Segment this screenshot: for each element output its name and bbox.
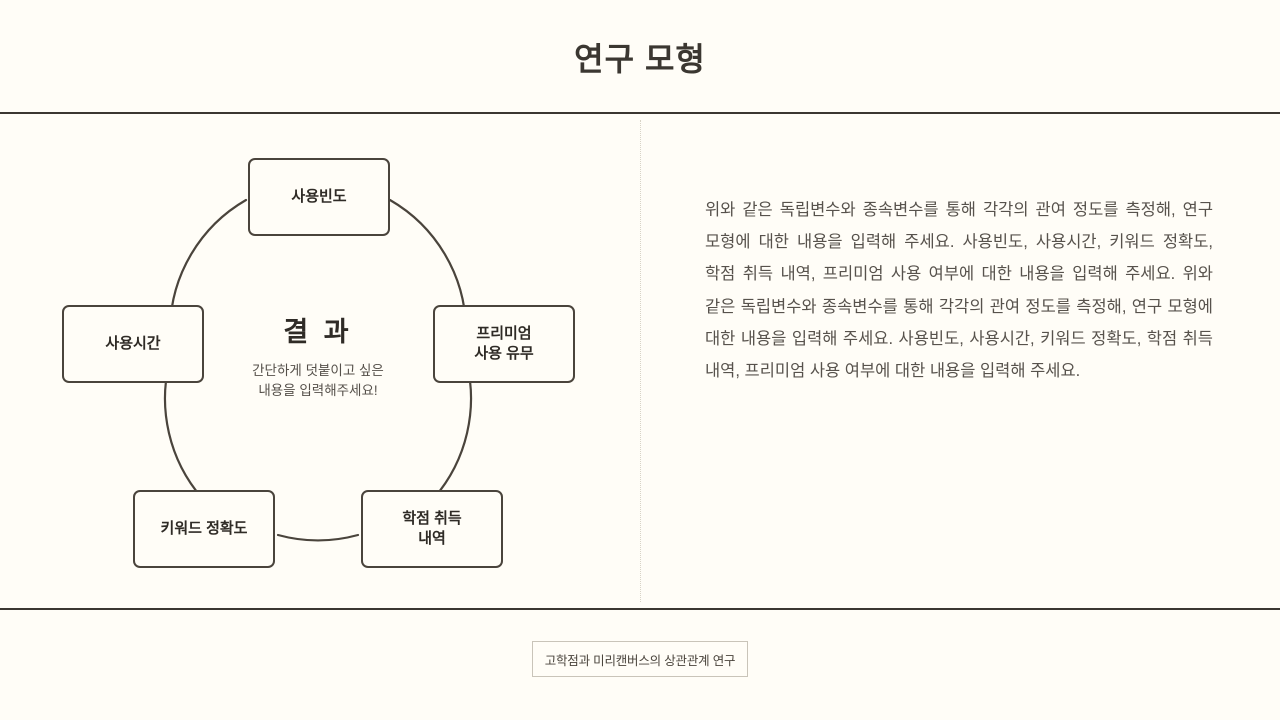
footer-badge-label: 고학점과 미리캔버스의 상관관계 연구 bbox=[544, 653, 736, 668]
research-model-diagram: 사용빈도 프리미엄 사용 유무 학점 취득 내역 키워드 정확도 사용시간 결 … bbox=[0, 114, 640, 608]
node-usage-frequency[interactable]: 사용빈도 bbox=[248, 158, 390, 236]
node-label: 키워드 정확도 bbox=[160, 519, 248, 537]
center-title: 결 과 bbox=[283, 317, 353, 347]
center-subtitle: 간단하게 덧붙이고 싶은 내용을 입력해주세요! bbox=[252, 363, 384, 399]
slide-header: 연구 모형 bbox=[0, 0, 1280, 113]
node-label: 사용시간 bbox=[105, 334, 161, 352]
footer-divider-rule bbox=[0, 608, 1280, 610]
footer-badge: 고학점과 미리캔버스의 상관관계 연구 bbox=[532, 641, 748, 677]
description-paragraph: 위와 같은 독립변수와 종속변수를 통해 각각의 관여 정도를 측정해, 연구 … bbox=[705, 201, 1213, 380]
node-label: 사용빈도 bbox=[291, 187, 347, 205]
node-premium-usage[interactable]: 프리미엄 사용 유무 bbox=[433, 305, 575, 383]
content-column-divider bbox=[640, 120, 641, 602]
node-usage-time[interactable]: 사용시간 bbox=[62, 305, 204, 383]
node-label: 학점 취득 내역 bbox=[402, 509, 462, 547]
header-divider-rule bbox=[0, 112, 1280, 114]
node-keyword-accuracy[interactable]: 키워드 정확도 bbox=[133, 490, 275, 568]
node-label: 프리미엄 사용 유무 bbox=[474, 324, 534, 362]
page-title: 연구 모형 bbox=[574, 40, 706, 77]
slide-body: 사용빈도 프리미엄 사용 유무 학점 취득 내역 키워드 정확도 사용시간 결 … bbox=[0, 114, 1280, 608]
diagram-center: 결 과 간단하게 덧붙이고 싶은 내용을 입력해주세요! bbox=[198, 310, 438, 402]
node-credit-acquisition[interactable]: 학점 취득 내역 bbox=[361, 490, 503, 568]
